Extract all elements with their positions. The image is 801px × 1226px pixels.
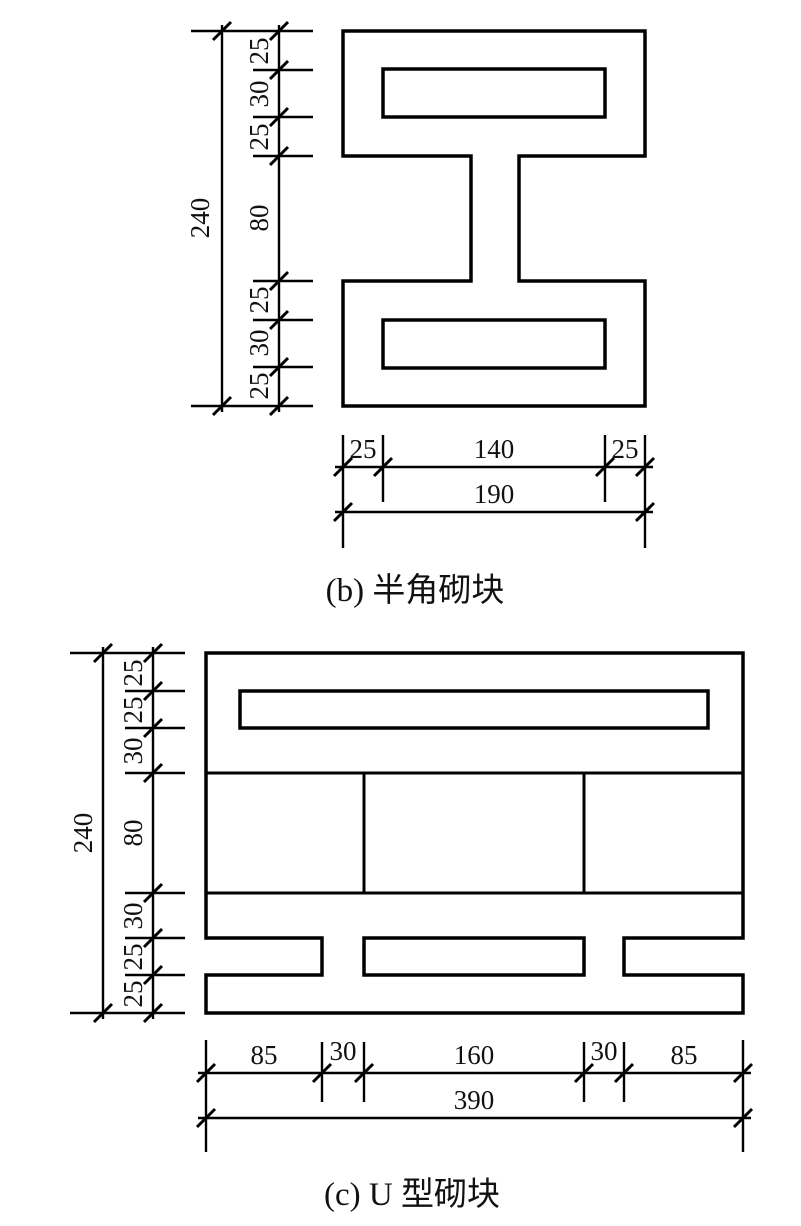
- dim-label: 85: [671, 1040, 698, 1070]
- dim-label-overall-height: 240: [185, 198, 215, 239]
- tick-mark: [613, 1062, 635, 1084]
- dim-label: 80: [244, 205, 274, 232]
- tick-mark: [311, 1062, 333, 1084]
- block-c-bottom-center-slot: [362, 936, 586, 977]
- tick-mark: [268, 145, 290, 167]
- tick-mark: [332, 456, 354, 478]
- block-c-top-slot: [238, 689, 710, 730]
- tick-mark: [353, 1062, 375, 1084]
- dim-label: 30: [244, 81, 274, 108]
- block-c-left-dimensions: 240 25 25 30 80 30 25 25: [68, 642, 185, 1024]
- dim-label: 25: [118, 697, 148, 724]
- dim-label: 80: [118, 820, 148, 847]
- block-b-bottom-slot: [381, 318, 607, 370]
- tick-mark: [211, 20, 233, 42]
- dim-label: 25: [244, 373, 274, 400]
- tick-mark: [594, 456, 616, 478]
- tick-mark: [573, 1062, 595, 1084]
- tick-mark: [268, 395, 290, 417]
- tick-mark: [195, 1062, 217, 1084]
- tick-mark: [268, 106, 290, 128]
- tick-mark: [211, 395, 233, 417]
- dim-label: 25: [244, 38, 274, 65]
- tick-mark: [268, 270, 290, 292]
- tick-mark: [372, 456, 394, 478]
- block-c-shape: [204, 651, 745, 1015]
- dim-label: 25: [612, 434, 639, 464]
- tick-mark: [732, 1062, 754, 1084]
- tick-marks: [92, 642, 164, 1024]
- tick-mark: [195, 1107, 217, 1129]
- tick-mark: [634, 456, 656, 478]
- dim-label: 30: [118, 903, 148, 930]
- tick-mark: [142, 927, 164, 949]
- block-b-shape: [341, 29, 647, 408]
- dim-label: 30: [591, 1036, 618, 1066]
- dim-label: 30: [330, 1036, 357, 1066]
- dim-label: 25: [244, 124, 274, 151]
- block-b-top-slot: [381, 67, 607, 119]
- dim-label-overall-width: 190: [474, 479, 515, 509]
- tick-mark: [142, 1002, 164, 1024]
- block-b-left-dimensions: 240 25 30 25 80 25 30 25: [185, 20, 313, 417]
- dim-label: 25: [350, 434, 377, 464]
- block-c-caption: (c) U 型砌块: [324, 1177, 500, 1213]
- block-b-caption: (b) 半角砌块: [326, 572, 505, 609]
- dim-label: 30: [244, 330, 274, 357]
- dim-label: 30: [118, 738, 148, 765]
- tick-mark: [634, 501, 656, 523]
- dim-label: 25: [118, 660, 148, 687]
- block-b-bottom-dimensions: 25 140 25 190: [332, 434, 656, 548]
- tick-mark: [268, 20, 290, 42]
- tick-mark: [268, 59, 290, 81]
- block-c: 240 25 25 30 80 30 25 25 85 30 160 30 85…: [68, 642, 754, 1213]
- block-c-outline: [204, 651, 745, 1015]
- dim-label-overall-height: 240: [68, 813, 98, 854]
- tick-mark: [332, 501, 354, 523]
- tick-marks: [211, 20, 290, 417]
- dim-label: 85: [251, 1040, 278, 1070]
- dim-label: 160: [454, 1040, 495, 1070]
- dim-label: 25: [118, 981, 148, 1008]
- tick-mark: [142, 642, 164, 664]
- block-c-bottom-dimensions: 85 30 160 30 85 390: [195, 1036, 754, 1152]
- block-b-outline: [341, 29, 647, 408]
- tick-marks: [332, 456, 656, 523]
- tick-mark: [142, 762, 164, 784]
- dim-label: 25: [244, 287, 274, 314]
- tick-mark: [92, 1002, 114, 1024]
- tick-mark: [268, 309, 290, 331]
- tick-mark: [142, 680, 164, 702]
- tick-mark: [142, 964, 164, 986]
- tick-mark: [92, 642, 114, 664]
- dim-label: 25: [118, 944, 148, 971]
- dim-label-overall-width: 390: [454, 1085, 495, 1115]
- tick-mark: [268, 356, 290, 378]
- tick-mark: [142, 717, 164, 739]
- tick-marks: [195, 1062, 754, 1129]
- tick-mark: [732, 1107, 754, 1129]
- dim-label: 140: [474, 434, 515, 464]
- tick-mark: [142, 882, 164, 904]
- block-b: 240 25 30 25 80 25 30 25 25 140 25 190 (…: [185, 20, 656, 609]
